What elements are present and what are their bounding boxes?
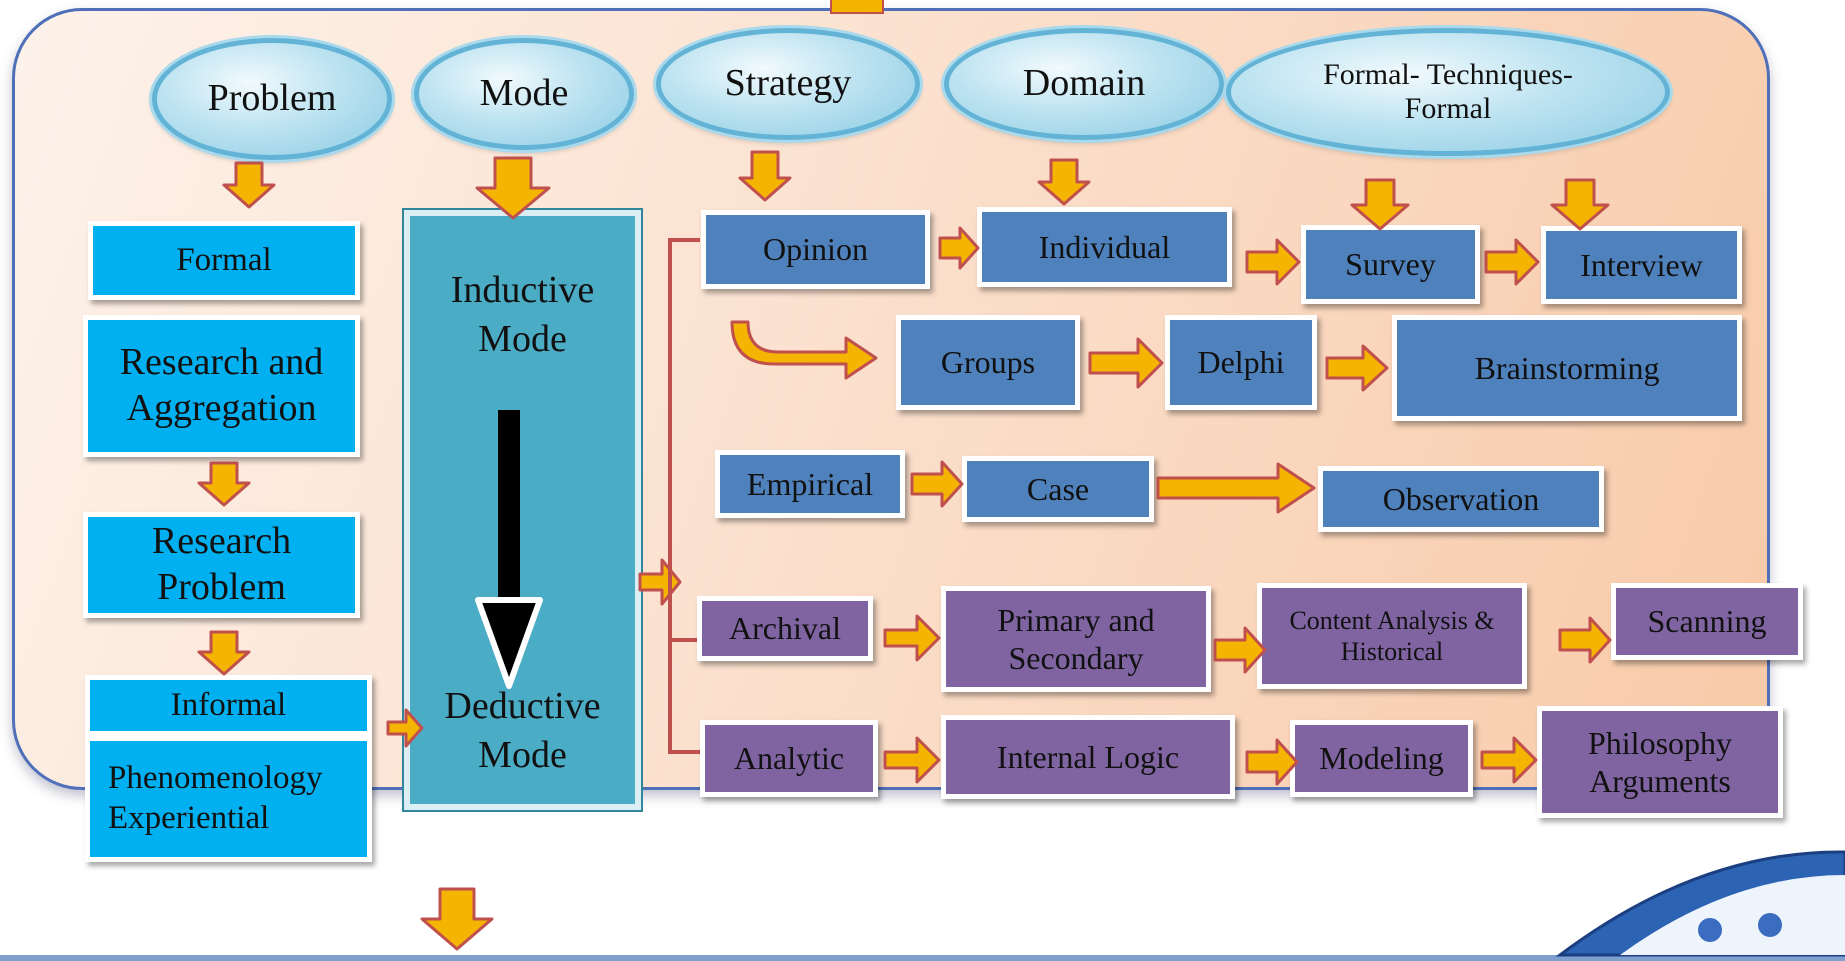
survey-box: Survey	[1301, 225, 1480, 304]
arrow-right-content-scanning	[1558, 616, 1612, 664]
opinion-label: Opinion	[763, 231, 868, 268]
content-analysis-box: Content Analysis & Historical	[1257, 583, 1527, 689]
interview-box: Interview	[1541, 226, 1742, 304]
arrow-down-interview	[1550, 178, 1610, 231]
arrow-right-internal-modeling	[1245, 738, 1299, 786]
groups-box: Groups	[896, 315, 1080, 410]
techniques-header-label: Formal- Techniques- Formal	[1323, 57, 1573, 126]
scanning-label: Scanning	[1647, 603, 1767, 640]
mode-box: Inductive Mode Deductive Mode	[402, 208, 643, 812]
opinion-box: Opinion	[701, 210, 930, 289]
empirical-box: Empirical	[715, 450, 905, 518]
analytic-label: Analytic	[733, 740, 845, 777]
informal-label: Informal	[170, 686, 287, 723]
case-box: Case	[962, 456, 1154, 522]
arrow-down-problem-formal	[222, 161, 276, 209]
arrow-right-analytic-internal	[883, 736, 941, 784]
empirical-label: Empirical	[746, 465, 874, 502]
strategy-header: Strategy	[656, 28, 920, 140]
phenomenology-box: Phenomenology Experiential	[85, 736, 372, 862]
content-analysis-label: Content Analysis & Historical	[1289, 605, 1495, 666]
scanning-box: Scanning	[1611, 583, 1803, 660]
archival-box: Archival	[697, 596, 873, 661]
brainstorming-label: Brainstorming	[1474, 349, 1660, 386]
phenomenology-label: Phenomenology Experiential	[108, 760, 323, 836]
domain-header-label: Domain	[1022, 62, 1146, 105]
analytic-box: Analytic	[700, 720, 878, 797]
delphi-box: Delphi	[1165, 315, 1317, 410]
problem-header-label: Problem	[207, 77, 337, 120]
philosophy-label: Philosophy Arguments	[1587, 724, 1733, 799]
arrow-right-mode-branch	[638, 558, 682, 606]
observation-box: Observation	[1318, 466, 1604, 532]
research-aggregation-box: Research and Aggregation	[83, 315, 360, 457]
branch-connector	[668, 238, 700, 754]
arrow-down-informal	[197, 630, 251, 676]
domain-header: Domain	[944, 28, 1224, 140]
arrow-right-groups-delphi	[1088, 337, 1164, 389]
modeling-label: Modeling	[1319, 740, 1444, 777]
observation-label: Observation	[1382, 480, 1540, 517]
mode-header-label: Mode	[479, 72, 569, 115]
arrow-down-bottom	[420, 887, 494, 951]
arrow-right-empirical-case	[910, 460, 964, 508]
arrow-right-delphi-brainstorming	[1325, 344, 1389, 392]
techniques-header: Formal- Techniques- Formal	[1226, 28, 1670, 156]
formal-label: Formal	[176, 241, 272, 278]
slide-bottom-bar	[0, 955, 1845, 961]
inductive-deductive-arrow	[475, 410, 543, 689]
arrow-curved-to-groups	[730, 320, 878, 380]
archival-label: Archival	[729, 610, 841, 647]
arrow-right-case-observation	[1156, 462, 1316, 514]
arrow-right-opinion-individual	[938, 226, 980, 270]
arrow-down-domain	[1037, 158, 1091, 206]
groups-label: Groups	[940, 344, 1036, 381]
arrow-right-archival-primary	[883, 614, 941, 662]
arrow-right-individual-survey	[1245, 238, 1301, 286]
arrow-right-modeling-philosophy	[1480, 736, 1538, 784]
survey-label: Survey	[1345, 246, 1436, 283]
primary-secondary-box: Primary and Secondary	[941, 586, 1211, 692]
research-aggregation-label: Research and Aggregation	[119, 341, 324, 429]
strategy-header-label: Strategy	[724, 62, 852, 105]
internal-logic-box: Internal Logic	[941, 715, 1235, 799]
arrow-right-survey-interview	[1484, 238, 1540, 286]
internal-logic-label: Internal Logic	[996, 738, 1180, 775]
delphi-label: Delphi	[1197, 344, 1285, 381]
research-problem-box: Research Problem	[83, 512, 360, 618]
arrow-right-informal-mode	[386, 708, 424, 748]
formal-box: Formal	[88, 221, 360, 300]
primary-secondary-label: Primary and Secondary	[997, 601, 1155, 676]
problem-header: Problem	[152, 38, 392, 160]
deductive-mode-label: Deductive Mode	[444, 685, 601, 777]
mode-header: Mode	[414, 38, 634, 150]
modeling-box: Modeling	[1290, 720, 1473, 797]
arrow-down-mode	[475, 156, 551, 220]
individual-label: Individual	[1038, 228, 1171, 265]
arrow-right-primary-content	[1213, 626, 1267, 674]
arrow-down-strategy	[738, 150, 792, 202]
incoming-arrow-stub	[830, 0, 884, 14]
arrow-down-survey	[1350, 178, 1410, 231]
case-label: Case	[1026, 470, 1090, 507]
logo-icon	[1555, 850, 1845, 957]
brainstorming-box: Brainstorming	[1392, 315, 1742, 421]
individual-box: Individual	[977, 207, 1232, 287]
arrow-down-research-problem	[197, 461, 251, 507]
interview-label: Interview	[1580, 246, 1703, 283]
inductive-mode-label: Inductive Mode	[450, 269, 595, 361]
philosophy-box: Philosophy Arguments	[1537, 706, 1783, 818]
informal-box: Informal	[85, 675, 372, 736]
research-problem-label: Research Problem	[151, 520, 292, 608]
